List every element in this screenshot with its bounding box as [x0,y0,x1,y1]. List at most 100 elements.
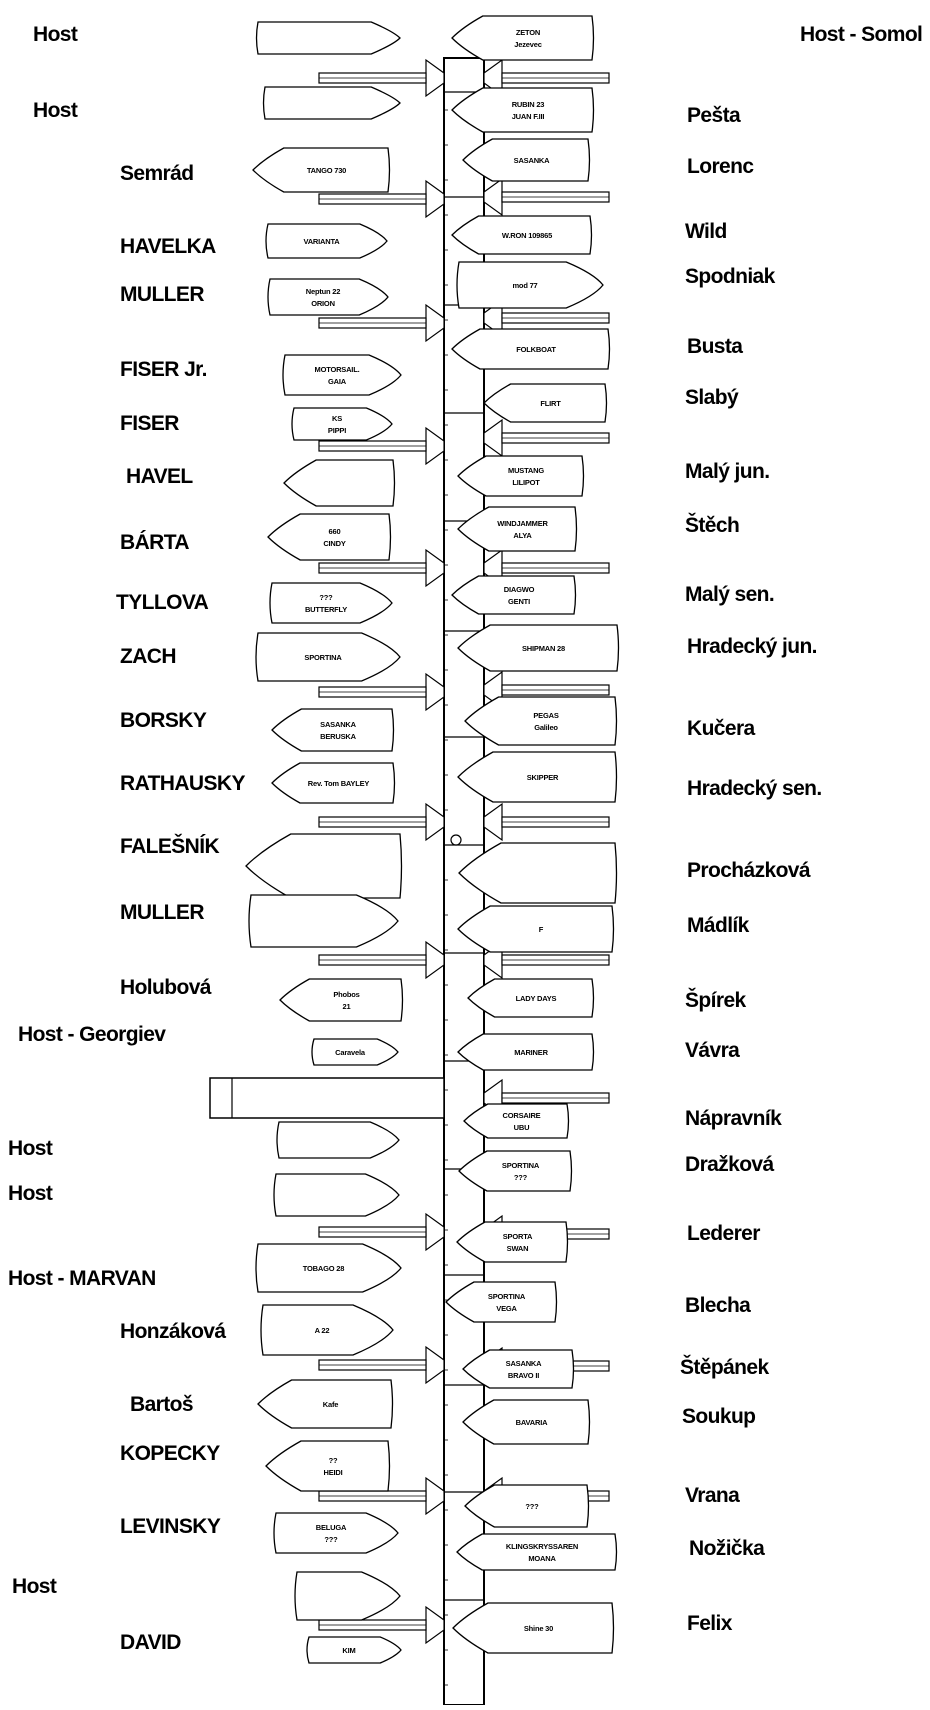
boat-name: ??? [514,1173,528,1182]
right-owner-label: Lorenc [687,155,754,178]
boat-hull [451,575,577,615]
left-owner-label: HAVELKA [120,235,216,258]
boat-hull [457,624,620,672]
left-berth-21: Kafe [257,1379,394,1429]
boat-hull [458,842,618,904]
boat-name: Rev. Tom BAYLEY [308,779,370,788]
boat-hull [306,1636,402,1664]
right-owner-label: Pešta [687,104,741,127]
boat-name: 21 [343,1002,351,1011]
boat-name: SWAN [507,1244,529,1253]
boat-name: CINDY [323,539,346,548]
boat-name: KS [332,414,342,423]
boat-name: SASANKA [320,720,356,729]
boat-hull [248,894,399,948]
left-owner-label: Host - MARVAN [8,1267,156,1290]
right-owner-label: Vrana [685,1484,740,1507]
boat-name: SASANKA [514,156,550,165]
right-owner-label: Lederer [687,1222,760,1245]
left-berth-16: Caravela [311,1038,399,1066]
left-owner-label: LEVINSKY [120,1515,221,1538]
boat-name: KLINGSKRYSSAREN [506,1542,578,1551]
boat-hull [262,86,401,120]
boat-name: Galileo [534,723,558,732]
right-owner-label: Spodniak [685,265,775,288]
boat-hull [283,459,396,507]
boat-hull [452,1602,615,1654]
right-berth-2: SASANKA [462,138,591,182]
boat-name: W.RON 109865 [502,231,552,240]
right-owner-label: Busta [687,335,743,358]
boat-hull [463,1103,570,1139]
left-owner-label: MULLER [120,901,204,924]
boat-hull [291,407,393,441]
left-owner-label: Host - Georgiev [18,1023,166,1046]
left-owner-label: HAVEL [126,465,193,488]
boat-hull [265,223,388,259]
boat-hull [451,328,611,370]
boat-name: FLIRT [540,399,561,408]
left-owner-label: Holubová [120,976,211,999]
boat-hull [271,762,396,804]
boat-name: RUBIN 23 [512,100,545,109]
left-berth-7 [283,459,396,507]
right-owner-label: Blecha [685,1294,751,1317]
boat-hull [260,1304,394,1356]
right-owner-label: Felix [687,1612,732,1635]
boat-name: VARIANTA [303,237,340,246]
boat-name: GENTI [508,597,530,606]
boat-hull [255,21,401,55]
boat-name: TOBAGO 28 [303,1264,344,1273]
left-owner-label: RATHAUSKY [120,772,245,795]
right-berth-5: FOLKBOAT [451,328,611,370]
left-berth-9: ???BUTTERFLY [269,582,393,624]
left-berth-14 [248,894,399,948]
boat-hull [456,261,604,309]
boat-name: Neptun 22 [306,287,340,296]
left-berth-1 [262,86,401,120]
boat-hull [457,506,578,552]
boat-hull [451,15,595,61]
boat-name: JUAN F.III [512,112,545,121]
left-berth-23: BELUGA??? [273,1512,399,1554]
boat-hull [445,1281,558,1323]
boat-hull [271,708,395,752]
boat-name: TANGO 730 [307,166,346,175]
boat-hull [467,978,595,1018]
left-owner-label: Host [8,1182,53,1205]
boat-hull [276,1121,400,1159]
left-berth-19: TOBAGO 28 [255,1243,402,1293]
boat-name: Caravela [335,1048,366,1057]
right-owner-label: Hradecký sen. [687,777,822,800]
right-berth-12: SKIPPER [457,751,618,803]
boat-hull [457,751,618,803]
right-owner-label: Špírek [685,989,746,1012]
boat-hull [458,1150,573,1192]
boat-hull [311,1038,399,1066]
boat-hull [279,978,404,1022]
right-berth-14: F [457,905,615,953]
right-berth-18: SPORTINA??? [458,1150,573,1192]
left-owner-label: KOPECKY [120,1442,220,1465]
boat-name: DIAGWO [504,585,535,594]
boat-hull [267,513,392,561]
left-berth-22: ??HEIDI [265,1440,391,1492]
right-owner-label: Procházková [687,859,811,882]
boat-hull [456,1221,569,1263]
right-owner-label: Nožička [689,1537,765,1560]
boat-name: PIPPI [328,426,346,435]
left-berth-3: VARIANTA [265,223,388,259]
left-berth-12: Rev. Tom BAYLEY [271,762,396,804]
boat-name: ??? [525,1502,539,1511]
boat-hull [265,1440,391,1492]
boat-hull [282,354,402,396]
